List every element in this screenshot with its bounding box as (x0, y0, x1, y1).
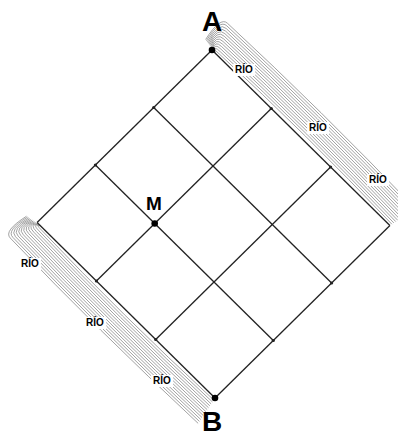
river-label: RÍO (84, 317, 106, 329)
point-label: B (202, 408, 222, 436)
street-line (37, 223, 215, 399)
river-stroke (208, 29, 398, 212)
corner-dot (95, 279, 98, 282)
river-hatching (9, 216, 214, 423)
corner-dot (329, 165, 332, 168)
river-stroke (9, 216, 198, 423)
corner-dot (272, 339, 275, 342)
river-stroke (14, 218, 201, 420)
river-stroke (19, 219, 204, 415)
river-stroke (11, 217, 199, 421)
river-stroke (211, 37, 398, 217)
corner-dot (94, 163, 97, 166)
corner-dot (330, 281, 333, 284)
river-hatching (206, 22, 398, 225)
street-line (215, 226, 390, 399)
point-label: A (202, 8, 222, 36)
corner-dot (270, 107, 273, 110)
river-label: RÍO (367, 174, 389, 186)
corner-dot (152, 106, 155, 109)
point-marker (151, 220, 158, 227)
point-marker (212, 395, 219, 402)
river-stroke (211, 39, 398, 218)
street-line (95, 165, 273, 341)
river-label: RÍO (233, 64, 255, 76)
point-label: M (146, 194, 162, 213)
river-stroke (16, 219, 202, 418)
street-line (154, 108, 332, 284)
river-stroke (21, 220, 204, 413)
point-marker (209, 47, 216, 54)
street-line (156, 167, 331, 340)
river-stroke (207, 27, 398, 211)
street-line (96, 109, 271, 282)
street-line (37, 50, 212, 223)
river-stroke (35, 225, 212, 402)
corner-dot (154, 338, 157, 341)
river-stroke (210, 34, 398, 215)
river-stroke (209, 32, 398, 214)
river-stroke (214, 48, 393, 223)
river-stroke (206, 22, 398, 209)
river-stroke (206, 24, 398, 210)
street-line (212, 50, 390, 226)
river-stroke (33, 224, 211, 404)
river-label: RÍO (19, 258, 41, 270)
river-stroke (214, 46, 396, 222)
river-label: RÍO (151, 375, 173, 387)
river-label: RÍO (307, 122, 329, 134)
